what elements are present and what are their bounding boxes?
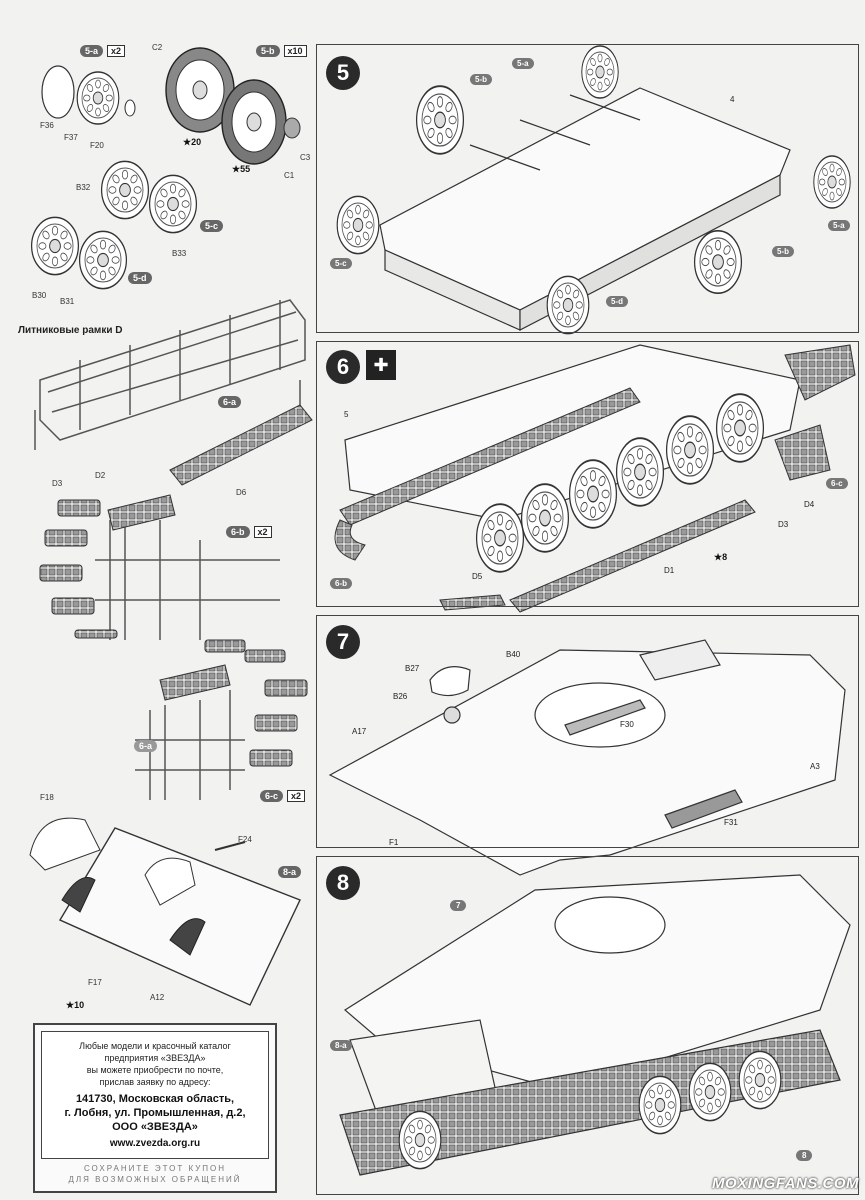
s7-label-f1: F1 (389, 838, 399, 847)
step-7-number: 7 (326, 625, 360, 659)
step-6-panel (316, 341, 859, 607)
s5-label-5b-left: 5-b (470, 74, 492, 85)
left-part-labels: F36 F37 F20 C2 C3 C1 B32 B33 B30 B31 D6 … (32, 43, 311, 1002)
step-8-number: 8 (326, 866, 360, 900)
callout-6c: 6-c x2 (260, 790, 306, 802)
step6-tracks (334, 344, 856, 613)
coupon-inner-box: Любые модели и красочный каталог предпри… (41, 1031, 269, 1159)
s8-label-8a: 8-a (330, 1040, 352, 1051)
s5-label-5b-right: 5-b (772, 246, 794, 257)
step-7-panel (316, 615, 859, 848)
mail-order-coupon: Любые модели и красочный каталог предпри… (33, 1023, 277, 1193)
label-c1: C1 (284, 171, 295, 180)
s5-label-4: 4 (730, 95, 735, 104)
s8-label-8: 8 (796, 1150, 813, 1161)
s5-label-5d: 5-d (606, 296, 628, 307)
step-6-number: 6 (326, 350, 360, 384)
step-8-panel (316, 856, 859, 1195)
label-f20: F20 (90, 141, 104, 150)
s7-label-f31: F31 (724, 818, 738, 827)
s6-label-d3: D3 (778, 520, 789, 529)
s6-label-8: ★8 (714, 552, 728, 562)
s5-label-5a-top: 5-a (512, 58, 534, 69)
callout-5a: 5-a x2 (80, 45, 126, 57)
sprue-6b (95, 520, 280, 640)
sprue-frame-label: Литниковые рамки D (18, 325, 123, 336)
coupon-url[interactable]: www.zvezda.org.ru (109, 1138, 201, 1149)
track-links-6b (39, 494, 176, 639)
coupon-address-1: 141730, Московская область, (75, 1093, 235, 1105)
label-c3: C3 (300, 153, 311, 162)
callout-5c: 5-c (200, 220, 224, 232)
label-b31: B31 (60, 297, 75, 306)
s6-label-d4: D4 (804, 500, 815, 509)
sprue-6c (135, 690, 245, 800)
label-c2: C2 (152, 43, 163, 52)
label-d2: D2 (95, 471, 106, 480)
label-d3: D3 (52, 479, 63, 488)
callout-8a: 8-a (278, 866, 302, 878)
label-b30: B30 (32, 291, 47, 300)
step7-hull (328, 639, 846, 876)
callout-5d: 5-d (128, 272, 152, 284)
label-f36: F36 (40, 121, 54, 130)
s5-label-5c: 5-c (330, 258, 352, 269)
callout-6a-top: 6-a (218, 396, 242, 408)
s7-label-b26: B26 (393, 692, 408, 701)
s6-label-d5: D5 (472, 572, 483, 581)
s6-label-6c: 6-c (826, 478, 848, 489)
step-6-attach-icon: ✚ (366, 350, 396, 380)
label-a12: A12 (150, 993, 165, 1002)
label-d6: D6 (236, 488, 247, 497)
hull-plate-8a (29, 817, 301, 1006)
step-5-number: 5 (326, 56, 360, 90)
label-b32: B32 (76, 183, 91, 192)
s8-label-7: 7 (450, 900, 467, 911)
site-watermark: MOXINGFANS.COM (711, 1175, 859, 1192)
wheel-5d-assembly (30, 216, 128, 290)
coupon-address-3: ООО «ЗВЕЗДА» (112, 1121, 198, 1133)
step-5-panel (316, 44, 859, 333)
callout-6a-bottom: 6-a (134, 740, 158, 752)
callout-6b: 6-b x2 (226, 526, 272, 538)
coupon-line-4: прислав заявку по адресу: (99, 1077, 211, 1087)
coupon-line-2: предприятия «ЗВЕЗДА» (104, 1053, 206, 1063)
star-10: ★10 (66, 1000, 85, 1010)
s6-label-d1: D1 (664, 566, 675, 575)
label-f17: F18 (40, 793, 54, 802)
s6-label-5: 5 (344, 410, 349, 419)
s7-label-a17: A17 (352, 727, 367, 736)
star-55: ★55 (232, 164, 251, 174)
s6-label-6b: 6-b (330, 578, 352, 589)
label-f18: F17 (88, 978, 102, 987)
coupon-line-3: вы можете приобрести по почте, (86, 1065, 224, 1075)
s7-label-f30: F30 (620, 720, 634, 729)
s7-label-b27: B27 (405, 664, 420, 673)
track-links-6c (159, 639, 308, 767)
wheel-5b-assembly (165, 47, 301, 165)
callout-5b: 5-b x10 (256, 45, 307, 57)
coupon-line-1: Любые модели и красочный каталог (79, 1041, 231, 1051)
s5-label-5a-right: 5-a (828, 220, 850, 231)
label-f37: F37 (64, 133, 78, 142)
track-sprue-d6 (169, 404, 313, 486)
wheel-5c-assembly (100, 160, 198, 234)
s7-label-a3: A3 (810, 762, 820, 771)
s7-label-b40: B40 (506, 650, 521, 659)
wheel-5a-assembly (41, 65, 136, 125)
label-f24: F24 (238, 835, 252, 844)
label-b33: B33 (172, 249, 187, 258)
star-20: ★20 (183, 137, 202, 147)
coupon-address-2: г. Лобня, ул. Промышленная, д.2, (64, 1107, 246, 1119)
coupon-footer: СОХРАНИТЕ ЭТОТ КУПОН ДЛЯ ВОЗМОЖНЫХ ОБРАЩ… (68, 1164, 242, 1184)
